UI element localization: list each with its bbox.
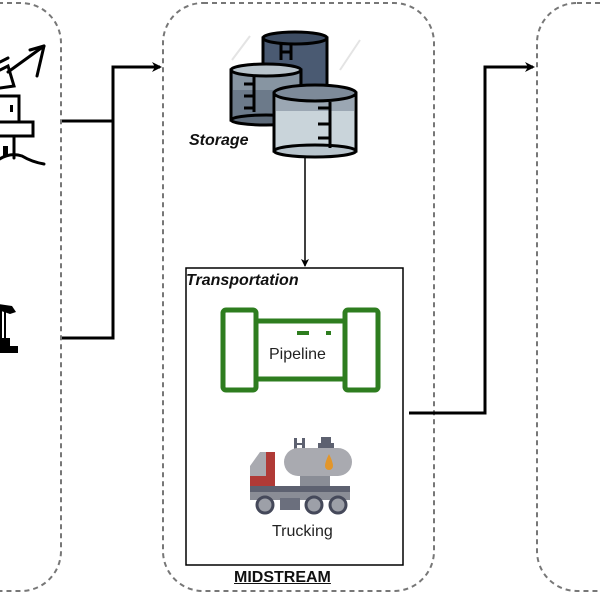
pipeline-icon[interactable] (220, 307, 381, 393)
storage-tanks-icon[interactable] (229, 30, 361, 159)
storage-label: Storage (189, 132, 249, 149)
upstream-connector (62, 62, 162, 340)
midstream-section-title: MIDSTREAM (234, 569, 331, 586)
offshore-rig-icon[interactable] (0, 44, 46, 166)
midstream-section (162, 2, 435, 592)
transportation-box[interactable] (185, 267, 404, 566)
downstream-section (536, 2, 600, 592)
pumpjack-icon[interactable] (0, 304, 18, 353)
pipeline-label: Pipeline (269, 346, 326, 363)
midstream-to-downstream-connector (409, 62, 535, 415)
upstream-section (0, 2, 62, 592)
tanker-truck-icon[interactable] (250, 437, 352, 515)
transportation-label: Transportation (186, 272, 299, 289)
trucking-label: Trucking (272, 523, 333, 540)
